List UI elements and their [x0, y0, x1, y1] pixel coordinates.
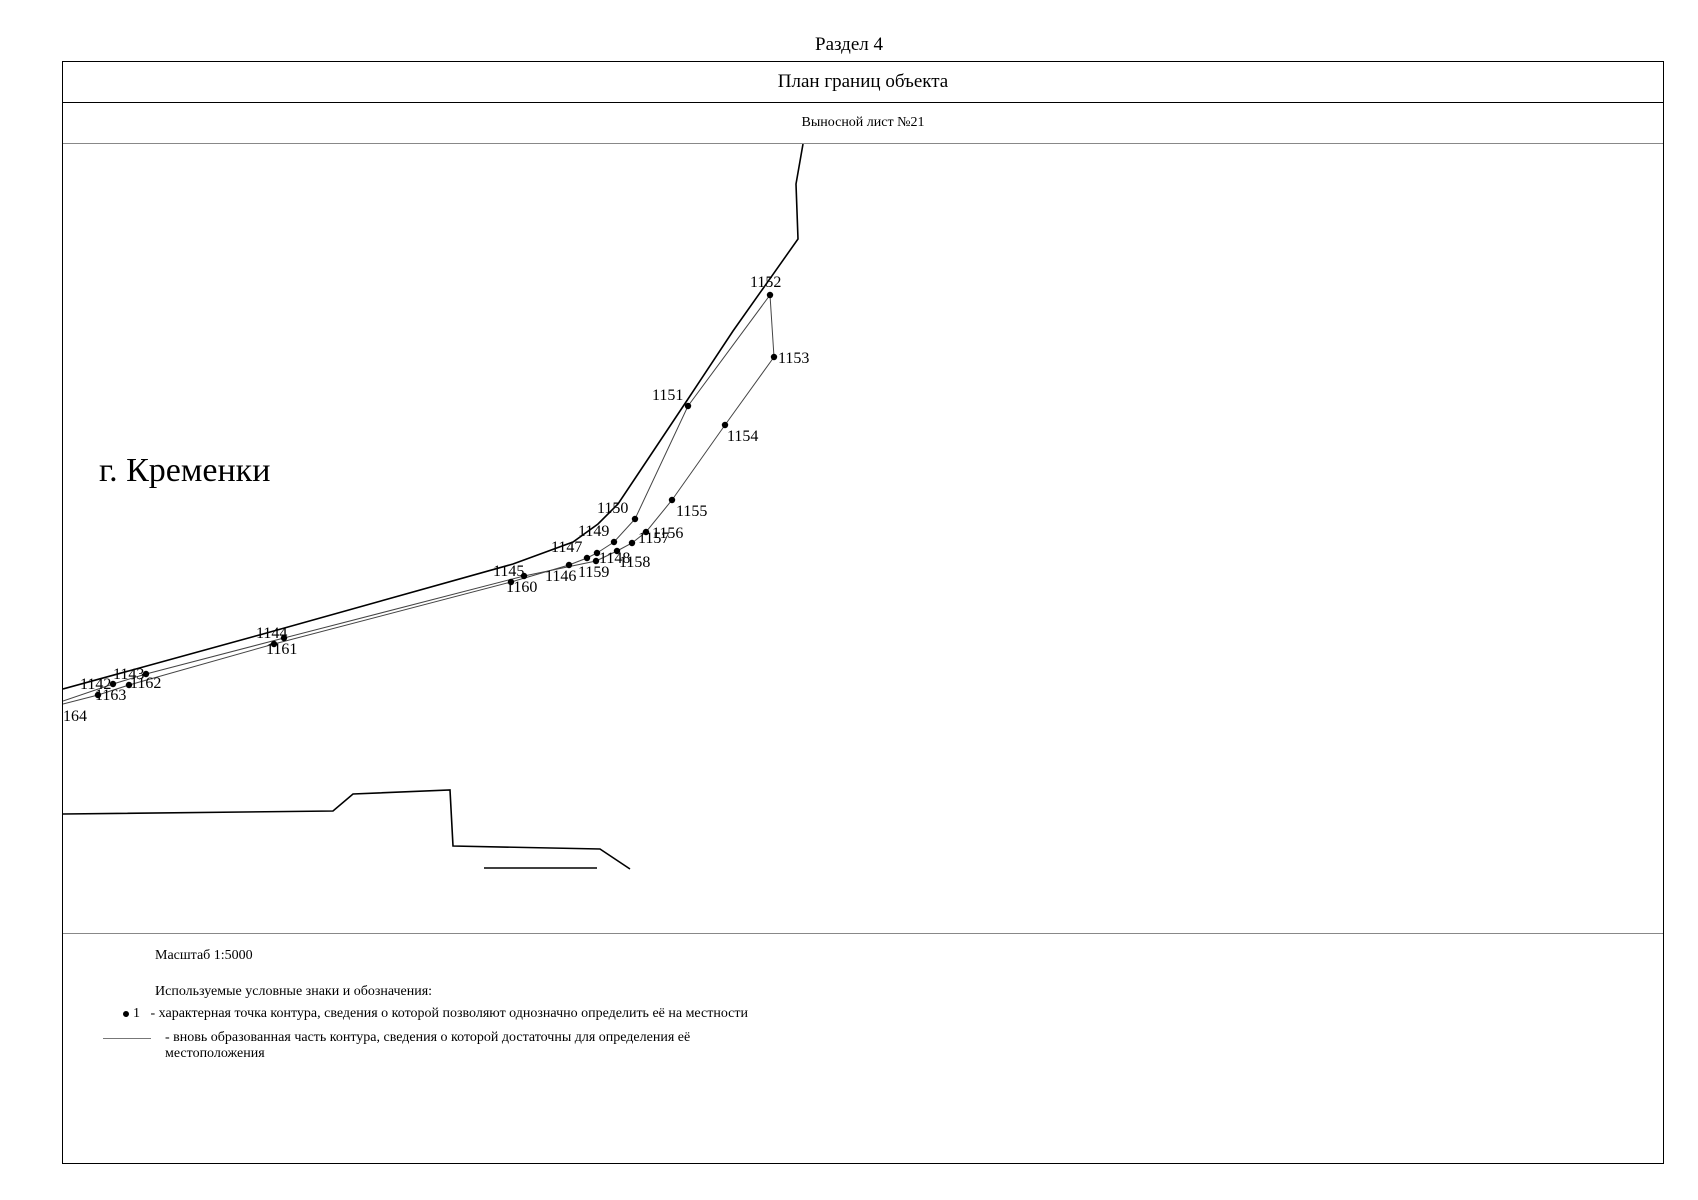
point-label-1144: 1144	[256, 625, 287, 642]
line-symbol-icon	[103, 1038, 151, 1039]
boundary-point-1152	[766, 291, 774, 299]
point-label-1158: 1158	[619, 554, 650, 571]
new-contour-outer	[63, 294, 775, 702]
boundary-point-1149	[610, 538, 618, 546]
boundary-point-1158	[613, 547, 621, 555]
boundary-point-1156	[642, 528, 650, 536]
town-label: г. Кременки	[99, 452, 270, 489]
point-label-1163: 1163	[95, 687, 126, 704]
point-label-1143: 1143	[113, 666, 144, 683]
point-symbol-label: 1	[133, 1006, 140, 1021]
point-label-1164: 164	[63, 708, 87, 725]
point-label-1153: 1153	[778, 350, 809, 367]
point-label-1145: 1145	[493, 563, 524, 580]
point-label-1146: 1146	[545, 568, 576, 585]
boundary-point-1142	[94, 691, 102, 699]
scale-label: Масштаб 1:5000	[155, 948, 253, 963]
point-description: - характерная точка контура, сведения о …	[150, 1006, 749, 1021]
point-label-1157: 1157	[638, 530, 669, 547]
boundary-point-1147	[583, 554, 591, 562]
point-label-1150: 1150	[597, 500, 628, 517]
new-contour-inner	[63, 294, 771, 705]
boundary-point-1145	[507, 578, 515, 586]
existing-boundary-top	[63, 144, 804, 690]
boundary-point-1146	[565, 561, 573, 569]
boundary-point-1148	[593, 549, 601, 557]
point-label-1155: 1155	[676, 503, 707, 520]
boundary-point-1154	[721, 421, 729, 429]
point-label-1149: 1149	[578, 523, 609, 540]
point-label-1156: 1156	[652, 525, 683, 542]
point-label-1154: 1154	[727, 428, 758, 445]
boundary-point-1144	[270, 640, 278, 648]
boundary-point-1143	[125, 681, 133, 689]
legend-item-line: - вновь образованная часть контура, свед…	[103, 1030, 903, 1062]
point-label-1159: 1159	[578, 564, 609, 581]
point-label-1151: 1151	[652, 387, 683, 404]
point-label-1148: 1148	[599, 550, 630, 567]
boundary-point-1162	[142, 670, 150, 678]
boundary-point-1159	[592, 557, 600, 565]
plan-frame: План границ объекта Выносной лист №21 г.…	[62, 61, 1664, 1164]
legend-item-point: 1 - характерная точка контура, сведения …	[123, 1006, 748, 1022]
legend: Масштаб 1:5000 Используемые условные зна…	[63, 934, 1663, 1163]
plan-title: План границ объекта	[63, 62, 1663, 103]
boundary-point-1150	[631, 515, 639, 523]
sheet-title: Выносной лист №21	[63, 103, 1663, 144]
boundary-point-1155	[668, 496, 676, 504]
point-label-1162: 1162	[130, 675, 161, 692]
point-label-1147: 1147	[551, 539, 582, 556]
legend-heading: Используемые условные знаки и обозначени…	[155, 984, 433, 999]
point-label-1161: 1161	[266, 641, 297, 658]
boundary-point-1151	[684, 402, 692, 410]
point-label-1160: 1160	[506, 579, 537, 596]
boundary-point-1161	[280, 634, 288, 642]
boundary-point-1157	[628, 539, 636, 547]
existing-boundary-bottom	[63, 789, 631, 870]
point-label-1152: 1152	[750, 274, 781, 291]
point-symbol-icon	[123, 1010, 129, 1017]
point-label-1142: 1142	[80, 676, 111, 693]
section-title: Раздел 4	[815, 34, 883, 55]
boundary-point-1153	[770, 353, 778, 361]
boundary-point-1160	[520, 572, 528, 580]
boundary-point-1163	[109, 680, 117, 688]
line-description: - вновь образованная часть контура, свед…	[165, 1030, 691, 1061]
